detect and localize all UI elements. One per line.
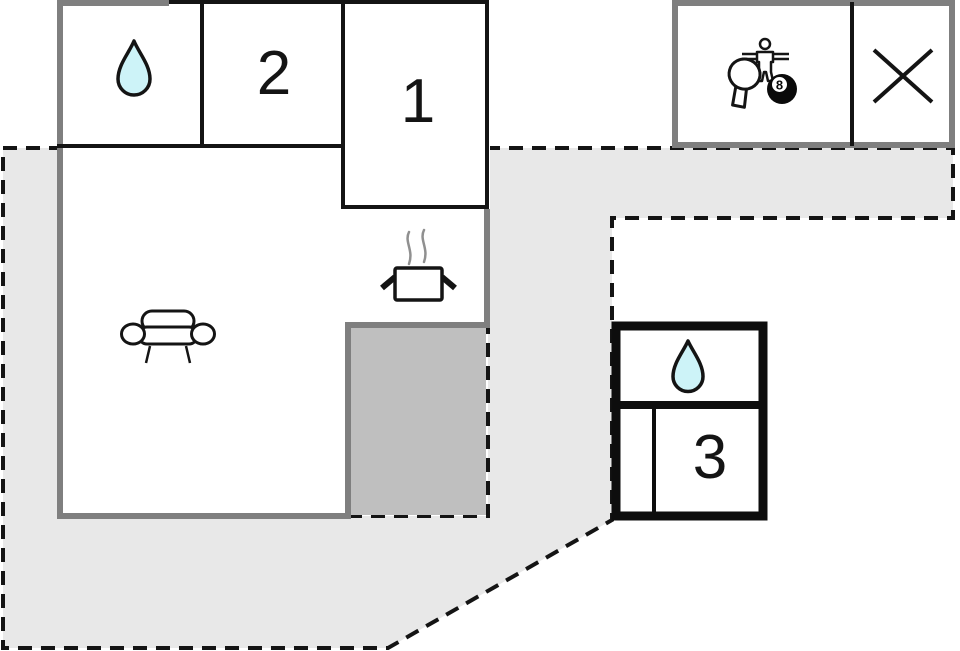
foosball-player-head bbox=[758, 37, 772, 51]
bedroom-1-room bbox=[341, 0, 489, 209]
sofa-leg-right bbox=[184, 345, 192, 364]
bedroom-1-label: 1 bbox=[401, 67, 435, 136]
covered-terrace-area bbox=[351, 328, 486, 515]
annex-building: 8 bbox=[672, 0, 955, 148]
sofa-icon bbox=[120, 309, 216, 364]
wall-covered-terrace-top bbox=[345, 322, 490, 328]
eight-ball-circle bbox=[772, 77, 787, 92]
pot-handle-right bbox=[440, 274, 457, 291]
guest-house-divider-horizontal bbox=[618, 401, 761, 409]
main-house-walls bbox=[57, 0, 490, 519]
annex-divider-wall bbox=[850, 2, 854, 146]
steam-line bbox=[421, 228, 427, 264]
wall-rooms-top bbox=[169, 0, 345, 4]
annex-body bbox=[672, 0, 955, 148]
wall-bathroom-bedroom2-divider bbox=[200, 0, 204, 148]
table-tennis-paddle-icon bbox=[727, 57, 762, 109]
steam-line bbox=[406, 230, 412, 266]
game-room-icons: 8 bbox=[727, 37, 797, 109]
pot-body bbox=[393, 266, 444, 302]
wall-covered-terrace-left bbox=[345, 322, 351, 519]
sofa-seat bbox=[137, 325, 199, 346]
sofa-armrest-left bbox=[120, 322, 146, 346]
bedroom-3-label: 3 bbox=[693, 423, 727, 492]
sofa-leg-left bbox=[144, 345, 152, 364]
eight-ball-icon: 8 bbox=[767, 74, 797, 104]
x-stroke bbox=[872, 48, 934, 104]
paddle-face bbox=[727, 57, 762, 91]
x-mark-icon bbox=[872, 48, 934, 104]
guest-house-building: 3 bbox=[611, 321, 768, 521]
water-drop-icon bbox=[671, 339, 705, 394]
sofa-armrest-right bbox=[190, 322, 216, 346]
wall-bottom bbox=[57, 513, 351, 519]
terrace-area bbox=[1, 146, 955, 650]
wall-top bbox=[57, 0, 169, 6]
guest-house-divider-vertical bbox=[652, 409, 656, 513]
wall-kitchen-right bbox=[484, 209, 490, 328]
cooking-pot-icon bbox=[380, 228, 457, 302]
wall-left bbox=[57, 0, 63, 519]
main-house-inner-walls bbox=[57, 0, 345, 148]
water-drop-icon bbox=[116, 39, 152, 97]
eight-ball-number: 8 bbox=[776, 78, 783, 93]
bedroom-2-label: 2 bbox=[257, 39, 291, 108]
pot-handle-left bbox=[380, 274, 397, 291]
